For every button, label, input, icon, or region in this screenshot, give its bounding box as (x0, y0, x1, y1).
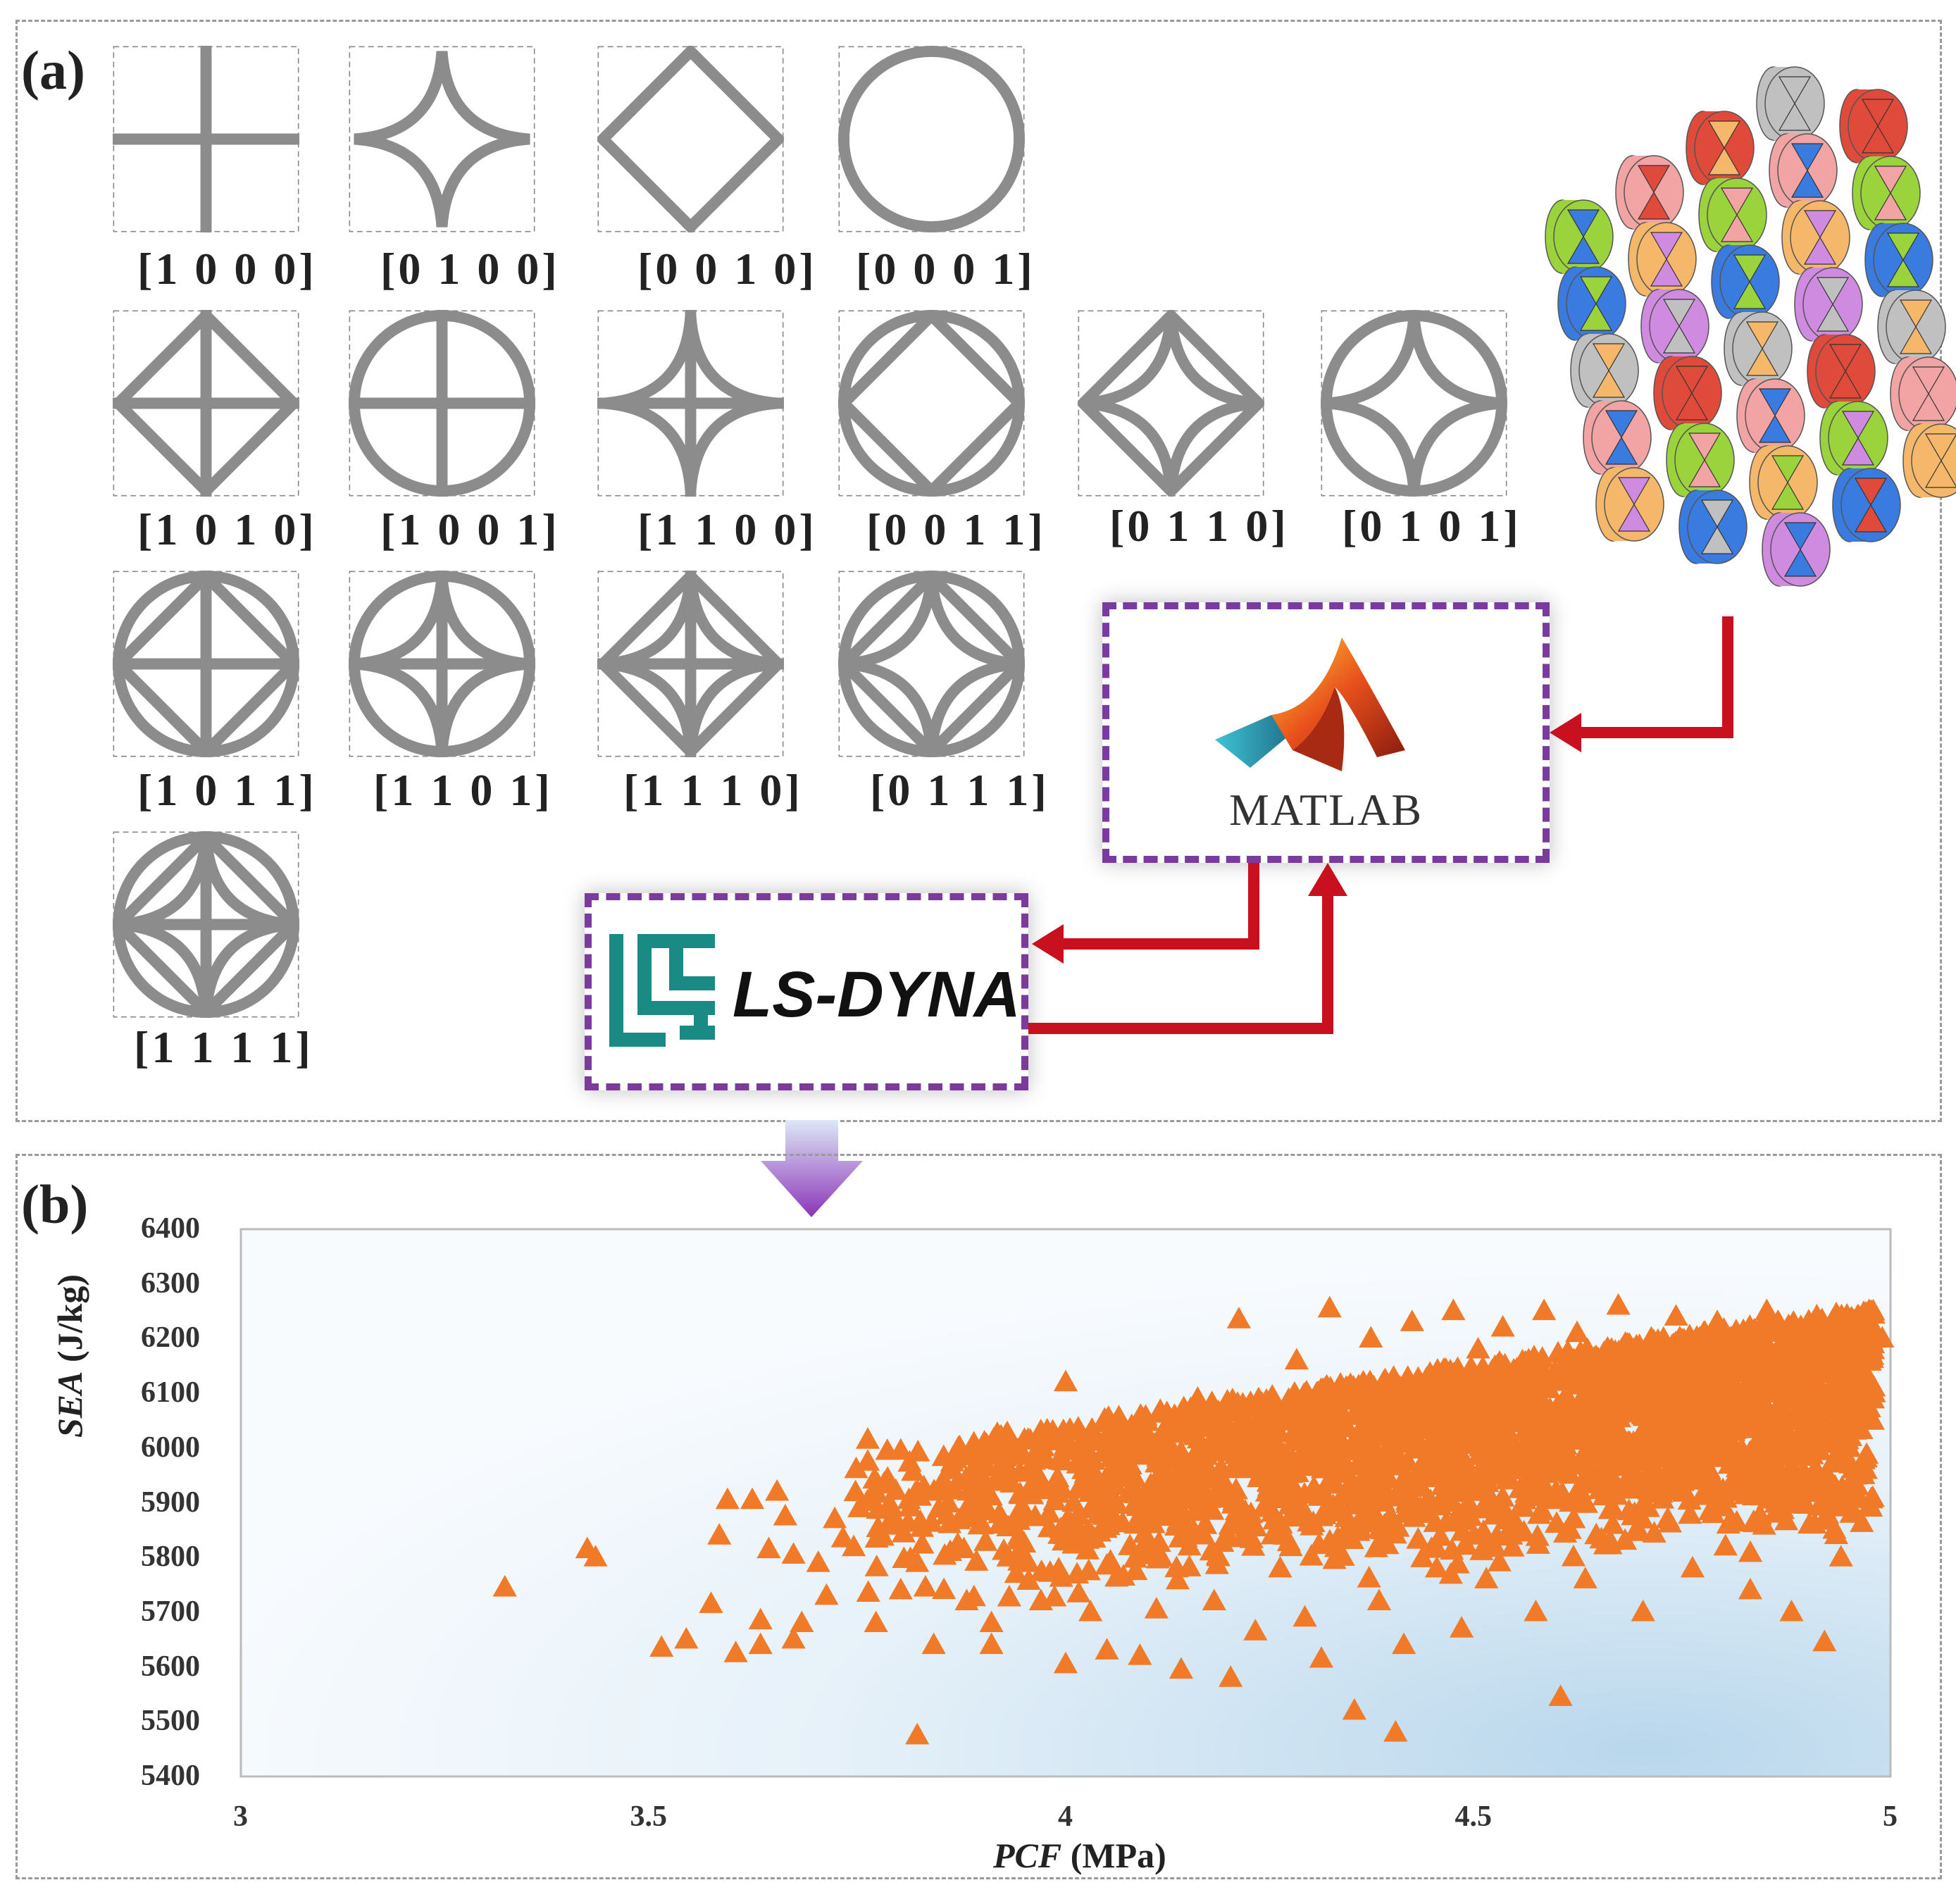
unit-cell-shape-icon (113, 46, 299, 232)
unit-cell (349, 310, 535, 497)
y-tick-label: 5800 (141, 1541, 200, 1574)
unit-cell (838, 571, 1025, 757)
unit-cell-code: [0 1 0 1] (1342, 501, 1521, 551)
y-tick-label: 5700 (141, 1595, 200, 1628)
unit-cell-code: [1 0 1 0] (137, 504, 317, 554)
unit-cell-code: [1 1 0 1] (373, 765, 553, 815)
unit-cell-code: [1 1 1 1] (134, 1022, 313, 1072)
unit-cell (113, 571, 299, 757)
unit-cell (349, 46, 535, 232)
unit-cell-code: [1 1 0 0] (637, 504, 817, 554)
unit-cell-code: [1 0 0 0] (137, 244, 317, 294)
x-tick-label: 4 (1058, 1800, 1073, 1833)
lstc-logo-icon (609, 934, 715, 1047)
unit-cell-shape-icon (597, 571, 784, 757)
unit-cell (1321, 310, 1507, 497)
unit-cell-shape-icon (597, 46, 784, 232)
lsdyna-label: LS-DYNA (733, 959, 1021, 1031)
unit-cell (838, 46, 1025, 232)
unit-cell-shape-icon (113, 831, 299, 1018)
unit-cell-shape-icon (838, 571, 1025, 757)
unit-cell-shape-icon (838, 310, 1025, 497)
matlab-label: MATLAB (1228, 785, 1424, 835)
unit-cell-code: [0 1 0 0] (380, 244, 560, 294)
y-axis-label-var: SEA (50, 1371, 89, 1438)
unit-cell (838, 310, 1025, 497)
y-tick-label: 5600 (141, 1650, 200, 1683)
x-tick-label: 3 (233, 1800, 248, 1833)
unit-cell-code: [0 0 0 1] (856, 244, 1035, 294)
unit-cell-shape-icon (838, 46, 1025, 232)
unit-cell-shape-icon (1078, 310, 1264, 497)
y-tick-label: 6000 (141, 1431, 200, 1464)
unit-cell-shape-icon (113, 310, 299, 497)
unit-cell-code: [0 0 1 1] (866, 504, 1046, 554)
panel-a-frame (15, 20, 1942, 1122)
x-axis-label-unit: (MPa) (1061, 1836, 1166, 1875)
matlab-logo-icon (1215, 637, 1405, 771)
y-axis-label: SEA (J/kg) (49, 1222, 90, 1490)
matlab-box: MATLAB (1102, 602, 1550, 863)
y-tick-label: 5500 (141, 1705, 200, 1738)
y-tick-label: 5400 (141, 1760, 200, 1792)
x-axis-label-var: PCF (993, 1836, 1062, 1875)
y-tick-label: 6300 (141, 1267, 200, 1300)
unit-cell-shape-icon (349, 571, 535, 757)
y-axis-label-unit: (J/kg) (50, 1274, 89, 1371)
unit-cell (113, 310, 299, 497)
unit-cell-code: [1 0 0 1] (380, 504, 560, 554)
unit-cell-shape-icon (349, 46, 535, 232)
unit-cell-code: [0 0 1 0] (637, 244, 817, 294)
unit-cell-code: [1 0 1 1] (137, 765, 317, 815)
unit-cell-code: [1 1 1 0] (623, 765, 803, 815)
unit-cell (349, 571, 535, 757)
y-tick-label: 6100 (141, 1376, 200, 1410)
x-tick-label: 4.5 (1454, 1800, 1493, 1833)
unit-cell-code: [0 1 1 1] (870, 765, 1049, 815)
x-tick-label: 3.5 (630, 1800, 668, 1833)
unit-cell (1078, 310, 1264, 497)
unit-cell (113, 831, 299, 1018)
unit-cell-shape-icon (349, 310, 535, 497)
y-tick-label: 5900 (141, 1486, 200, 1519)
unit-cell (597, 46, 784, 232)
x-axis-label: PCF (MPa) (993, 1835, 1166, 1876)
lsdyna-box: LS-DYNA (585, 893, 1028, 1090)
panel-b-frame (15, 1154, 1942, 1879)
unit-cell (597, 310, 784, 497)
x-tick-label: 5 (1883, 1800, 1898, 1833)
unit-cell-shape-icon (113, 571, 299, 757)
panel-b-label: (b) (21, 1174, 89, 1235)
y-tick-label: 6200 (141, 1321, 200, 1355)
unit-cell-code: [0 1 1 0] (1109, 501, 1289, 551)
unit-cell-shape-icon (1321, 310, 1507, 497)
unit-cell (113, 46, 299, 232)
y-tick-label: 6400 (141, 1212, 200, 1245)
panel-a-label: (a) (21, 39, 85, 101)
unit-cell (597, 571, 784, 757)
unit-cell-shape-icon (597, 310, 784, 497)
